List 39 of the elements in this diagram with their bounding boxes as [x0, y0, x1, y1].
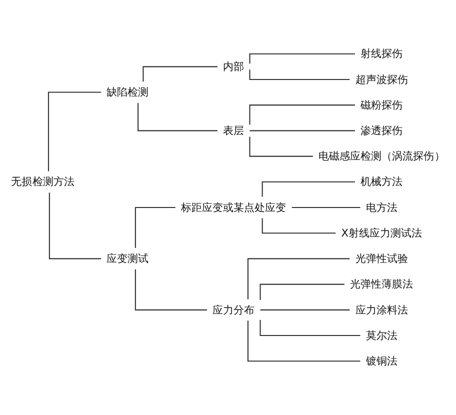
- node-text: 磁粉探伤: [360, 98, 403, 112]
- connector: [260, 284, 344, 300]
- connector: [249, 136, 313, 157]
- connector: [247, 320, 360, 362]
- node-text: 标距应变或某点处应变: [180, 201, 286, 214]
- connector: [247, 258, 350, 300]
- node-text: 应变测试: [106, 252, 149, 265]
- node-text: X射线应力测试法: [341, 226, 422, 240]
- connector: [260, 309, 350, 310]
- node-text: 无损检测方法: [11, 175, 74, 188]
- node-text: 光弹性试验: [355, 252, 408, 265]
- node-text: 射线探伤: [360, 47, 403, 60]
- connector: [260, 320, 360, 336]
- connector: [249, 104, 355, 125]
- connector: [134, 206, 176, 248]
- node-text: 超声波探伤: [355, 72, 408, 86]
- connector: [291, 206, 360, 208]
- node-text: 渗透探伤: [360, 124, 403, 137]
- connector: [249, 53, 355, 64]
- connector: [249, 130, 355, 132]
- node-text: 莫尔法: [366, 329, 398, 342]
- node-text: 应力分布: [212, 303, 255, 316]
- node-text: 表层: [223, 124, 244, 137]
- connector: [142, 66, 218, 82]
- connector: [48, 92, 102, 172]
- node-text: 缺陷检测: [106, 86, 149, 98]
- connector: [134, 269, 207, 310]
- node-text: 镀铜法: [366, 354, 398, 368]
- connector: [262, 218, 336, 234]
- node-text: 电磁感应检测（涡流探伤）: [318, 150, 445, 162]
- node-text: 电方法: [366, 201, 398, 214]
- connector: [262, 181, 355, 197]
- node-text: 光弹性薄膜法: [350, 278, 414, 290]
- connector: [249, 70, 350, 80]
- node-text: 机械方法: [360, 175, 403, 188]
- node-text: 应力涂料法: [355, 303, 408, 316]
- connector: [48, 192, 102, 260]
- connector: [138, 102, 218, 132]
- node-text: 内部: [223, 60, 244, 73]
